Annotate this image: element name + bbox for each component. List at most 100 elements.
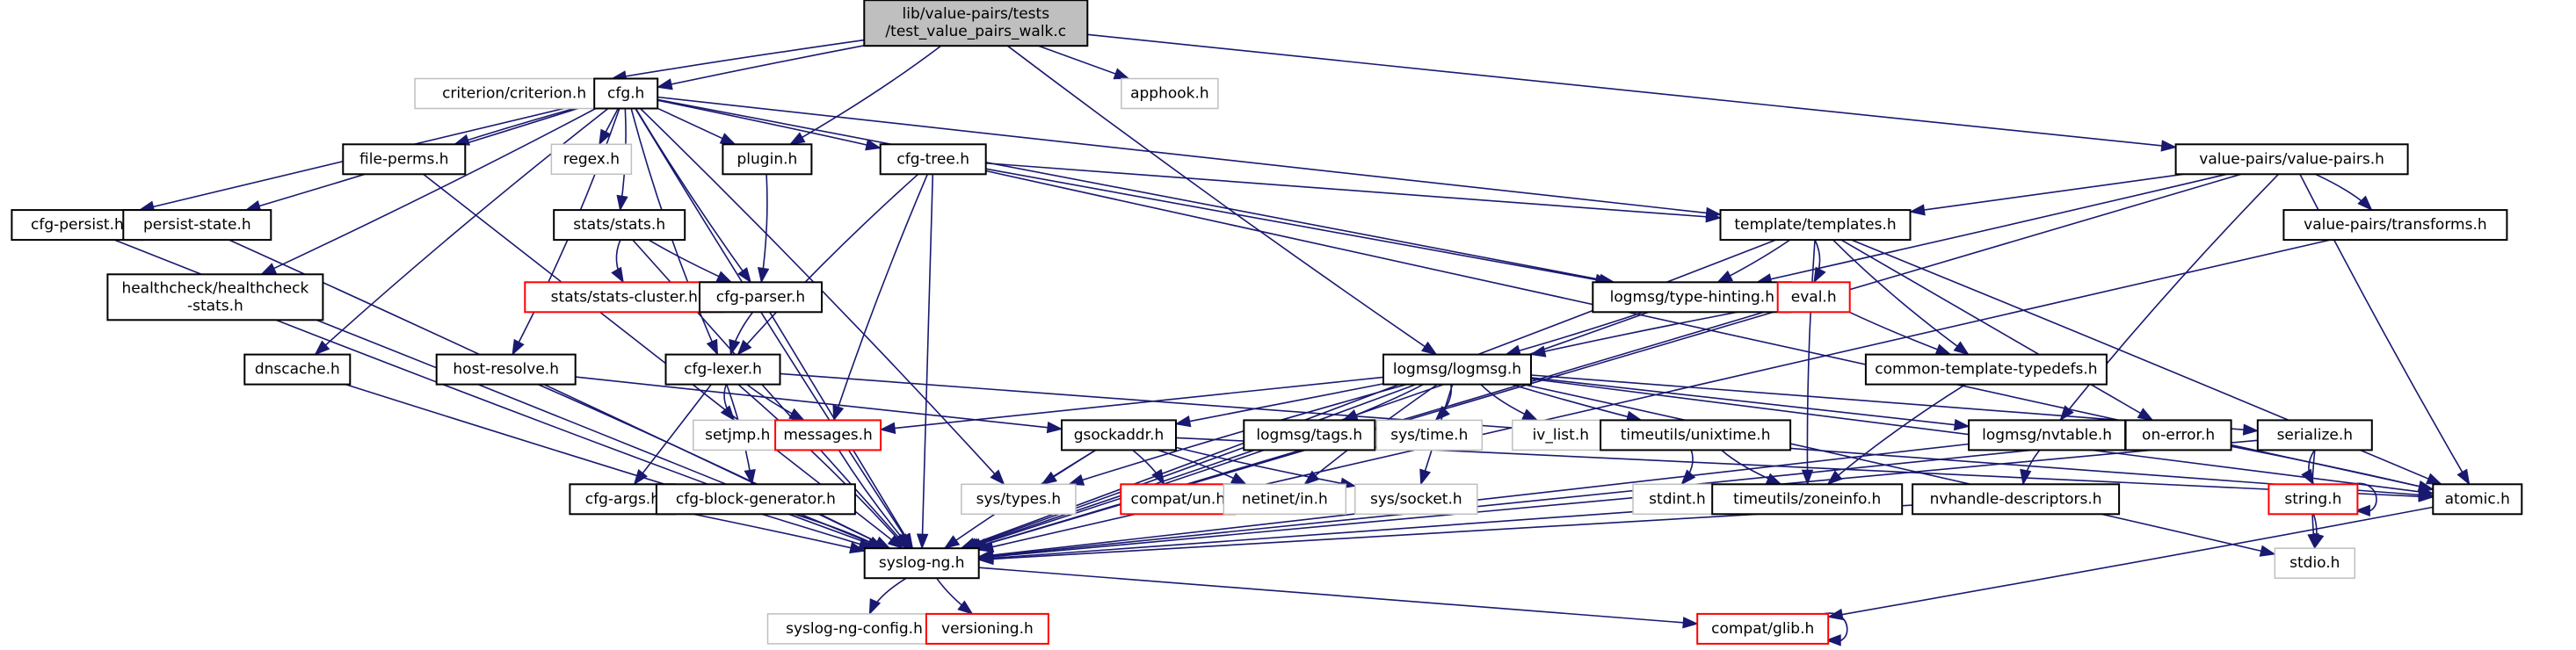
edge-glib-to-glib <box>1823 612 1848 646</box>
edge-line <box>635 108 751 283</box>
node-glib[interactable]: compat/glib.h <box>1696 612 1830 645</box>
node-atomic[interactable]: atomic.h <box>2432 483 2523 516</box>
edge-cfg-to-cfgtree <box>657 99 882 151</box>
node-plugin[interactable]: plugin.h <box>722 143 813 176</box>
edge-messages-to-syslogng <box>838 449 912 550</box>
node-stringh[interactable]: string.h <box>2268 483 2359 516</box>
edge-line <box>985 168 1610 284</box>
node-hostresolve[interactable]: host-resolve.h <box>435 353 577 386</box>
node-gsockaddr[interactable]: gsockaddr.h <box>1061 419 1177 451</box>
node-label: regex.h <box>563 150 620 168</box>
node-logmsg[interactable]: logmsg/logmsg.h <box>1382 353 1532 386</box>
arrowhead-icon <box>314 340 330 356</box>
edge-line <box>657 96 1721 215</box>
node-label: setjmp.h <box>705 426 770 444</box>
node-fileperms[interactable]: file-perms.h <box>342 143 467 176</box>
node-box <box>2256 419 2373 451</box>
node-compatun[interactable]: compat/un.h <box>1120 483 1237 516</box>
node-stdio: stdio.h <box>2274 547 2356 579</box>
node-label: template/templates.h <box>1734 216 1896 234</box>
node-label: sys/types.h <box>976 490 1062 508</box>
node-cttypedefs[interactable]: common-template-typedefs.h <box>1864 353 2108 386</box>
node-label: logmsg/nvtable.h <box>1982 426 2112 444</box>
node-box <box>1382 353 1532 386</box>
node-templates[interactable]: template/templates.h <box>1719 209 1912 242</box>
node-syslogng[interactable]: syslog-ng.h <box>863 547 980 580</box>
node-tags[interactable]: logmsg/tags.h <box>1243 419 1376 451</box>
edge-cfglexer-to-cfgargs <box>633 384 712 486</box>
node-typehinting[interactable]: logmsg/type-hinting.h <box>1592 281 1793 314</box>
arrowhead-icon <box>706 338 719 356</box>
edge-syslogng-to-versioning <box>936 577 974 615</box>
node-nvhandle[interactable]: nvhandle-descriptors.h <box>1912 483 2121 516</box>
edge-vp-to-transforms <box>2315 173 2373 212</box>
arrowhead-icon <box>879 422 896 435</box>
edge-line <box>737 173 919 356</box>
edge-nvtable-to-nvhandle <box>2020 449 2041 486</box>
edge-line <box>537 383 890 549</box>
edge-line <box>275 319 882 549</box>
node-statsh[interactable]: stats/stats.h <box>553 209 686 242</box>
edge-cfgtree-to-cfglexer <box>737 173 919 356</box>
node-label: cfg-block-generator.h <box>676 490 836 508</box>
node-box <box>925 612 1049 645</box>
edge-line <box>640 107 1005 485</box>
node-statscluster[interactable]: stats/stats-cluster.h <box>524 281 725 314</box>
arrowhead-icon <box>977 552 994 566</box>
node-dnscache[interactable]: dnscache.h <box>243 353 352 386</box>
edge-line <box>675 509 865 552</box>
arrowhead-icon <box>2418 490 2435 502</box>
node-label: persist-state.h <box>143 216 251 234</box>
node-messages[interactable]: messages.h <box>774 419 882 451</box>
node-box <box>2282 209 2508 242</box>
node-nvtable[interactable]: logmsg/nvtable.h <box>1968 419 2127 451</box>
node-label: syslog-ng-config.h <box>786 620 923 638</box>
node-healthcheck[interactable]: healthcheck/healthcheck-stats.h <box>106 273 324 321</box>
node-versioning[interactable]: versioning.h <box>925 612 1049 645</box>
arrowhead-icon <box>737 339 752 356</box>
node-unixtime[interactable]: timeutils/unixtime.h <box>1600 419 1792 451</box>
edge-gsockaddr-to-compatun <box>1132 449 1165 486</box>
node-box <box>2174 143 2409 176</box>
node-label: cfg-args.h <box>585 490 660 508</box>
node-blockgen[interactable]: cfg-block-generator.h <box>655 483 856 516</box>
arrowhead-icon <box>832 404 845 422</box>
node-transforms[interactable]: value-pairs/transforms.h <box>2282 209 2508 242</box>
edge-line <box>978 439 2126 559</box>
edge-line <box>962 383 1417 549</box>
node-cfgparser[interactable]: cfg-parser.h <box>699 281 823 314</box>
edge-line <box>985 162 1721 219</box>
node-box <box>435 353 577 386</box>
node-cfg[interactable]: cfg.h <box>593 77 659 110</box>
node-box <box>11 209 144 242</box>
node-cfgtree[interactable]: cfg-tree.h <box>879 143 987 176</box>
node-cfglexer[interactable]: cfg-lexer.h <box>664 353 781 386</box>
arrowhead-icon <box>1174 415 1192 428</box>
node-box <box>1243 419 1376 451</box>
edge-line <box>1175 446 1355 488</box>
edge-line <box>832 173 929 421</box>
node-eval[interactable]: eval.h <box>1776 281 1851 314</box>
node-apphook: apphook.h <box>1121 77 1219 110</box>
node-box <box>2268 483 2359 516</box>
edge-line <box>1511 383 1642 422</box>
node-onerror[interactable]: on-error.h <box>2124 419 2232 451</box>
node-serialize[interactable]: serialize.h <box>2256 419 2373 451</box>
node-label: stats/stats-cluster.h <box>551 288 698 306</box>
edge-line <box>1506 311 1644 356</box>
arrowhead-icon <box>1682 617 1699 629</box>
node-label: common-template-typedefs.h <box>1875 361 2097 379</box>
arrowhead-icon <box>616 194 628 212</box>
node-cfgpersist[interactable]: cfg-persist.h <box>11 209 144 242</box>
node-zoneinfo[interactable]: timeutils/zoneinfo.h <box>1711 483 1904 516</box>
edge-line <box>315 107 609 356</box>
edge-line <box>1087 33 2176 148</box>
node-vp[interactable]: value-pairs/value-pairs.h <box>2174 143 2409 176</box>
arrowhead-icon <box>788 132 806 146</box>
node-box <box>722 143 813 176</box>
node-label: cfg-lexer.h <box>684 361 762 379</box>
node-persiststate[interactable]: persist-state.h <box>122 209 272 242</box>
node-box <box>593 77 659 110</box>
node-label: healthcheck/healthcheck <box>121 279 308 297</box>
